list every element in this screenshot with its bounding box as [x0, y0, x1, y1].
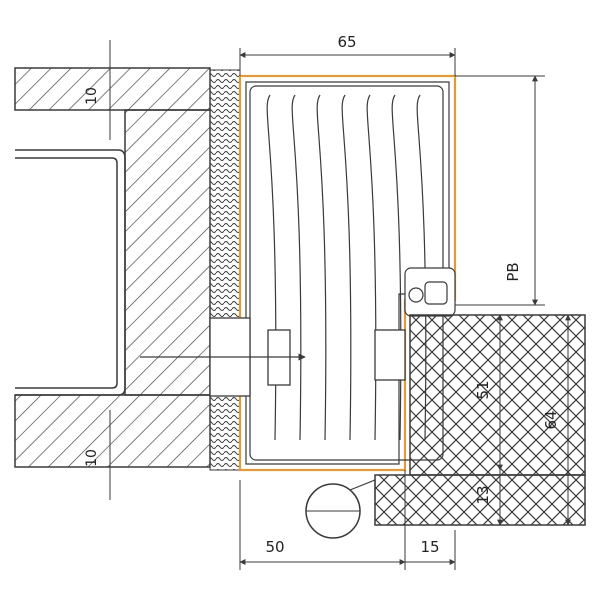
floor-roller — [305, 479, 376, 539]
seal-profile — [404, 267, 456, 317]
dim-top-label: 65 — [337, 33, 356, 51]
dim-bottom-left-label: 50 — [265, 538, 284, 556]
insulation-strip — [209, 69, 241, 471]
dim-bottom-right-label: 15 — [420, 538, 439, 556]
dim-51-label: 51 — [474, 380, 492, 399]
dim-64-label: 64 — [542, 410, 560, 429]
wall-section — [14, 67, 211, 468]
dim-pb-label: PB — [504, 262, 522, 281]
dim-left-top-label: 10 — [84, 87, 100, 105]
hinge-bolt — [140, 317, 406, 397]
dimension-lines — [109, 40, 571, 570]
dim-left-bottom-label: 10 — [84, 449, 100, 467]
dim-13-label: 13 — [474, 485, 492, 504]
